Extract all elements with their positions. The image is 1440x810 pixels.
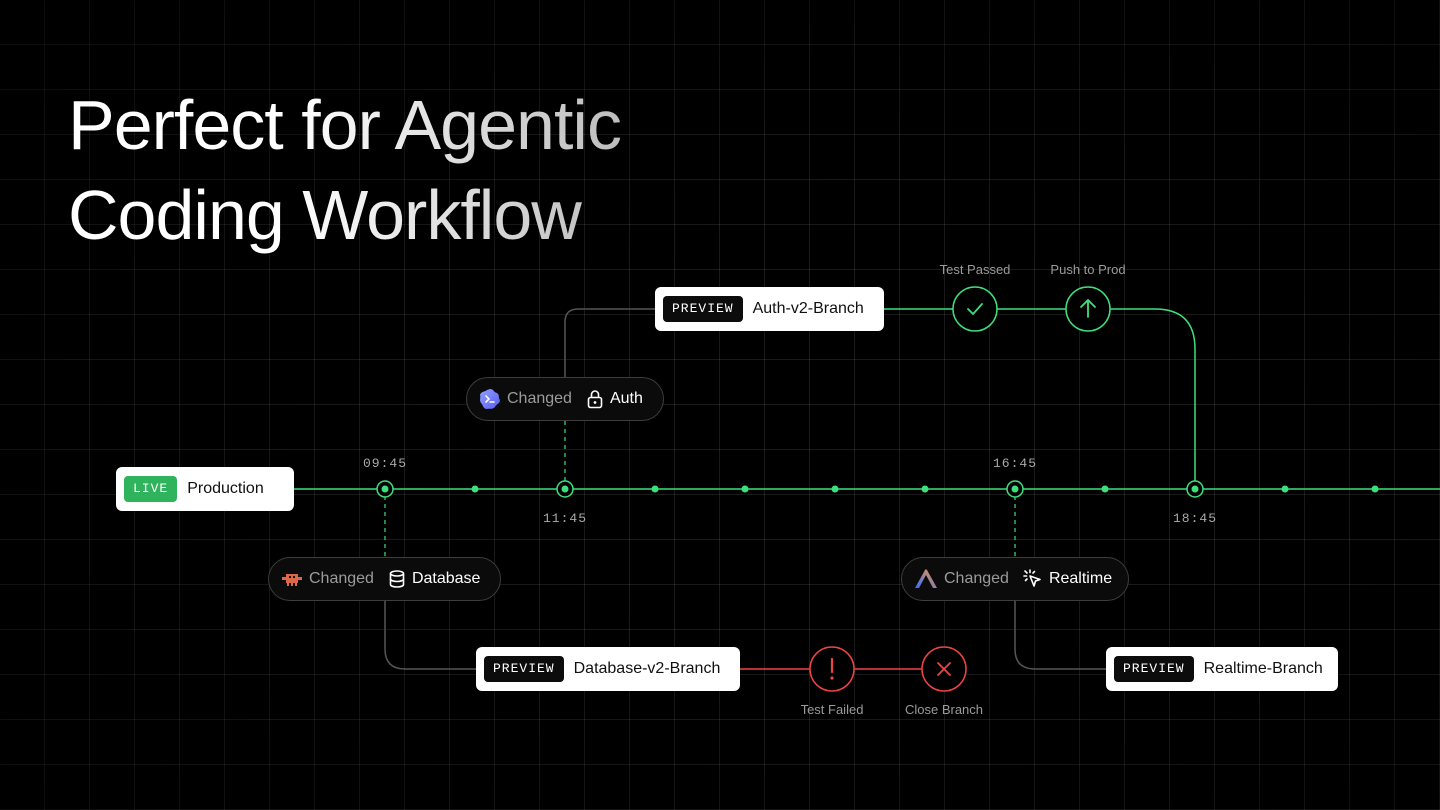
change-verb: Changed — [944, 570, 1009, 587]
crab-agent-icon — [281, 571, 303, 587]
timeline-dot — [741, 485, 749, 493]
arrow-up-icon — [1065, 286, 1111, 332]
production-card[interactable]: LIVE Production — [116, 467, 294, 511]
live-tag: LIVE — [124, 476, 178, 502]
test-passed-label: Test Passed — [939, 262, 1011, 277]
time-label-1645: 16:45 — [992, 456, 1038, 471]
change-verb: Changed — [507, 390, 572, 407]
database-icon — [388, 569, 406, 589]
preview-tag: PREVIEW — [663, 296, 743, 322]
timeline-node-0945 — [376, 480, 394, 498]
timeline-dot — [651, 485, 659, 493]
timeline-node-1645 — [1006, 480, 1024, 498]
push-to-prod-label: Push to Prod — [1050, 262, 1126, 277]
preview-tag: PREVIEW — [484, 656, 564, 682]
terminal-agent-icon — [479, 388, 501, 410]
time-label-1845: 18:45 — [1172, 511, 1218, 526]
database-change-pill[interactable]: Changed Database — [268, 557, 501, 601]
a-agent-icon — [914, 568, 938, 590]
realtime-branch-path — [1014, 601, 1106, 670]
change-target: Auth — [609, 390, 643, 407]
branch-label: Realtime-Branch — [1203, 660, 1323, 677]
auth-branch-card[interactable]: PREVIEW Auth-v2-Branch — [655, 287, 884, 331]
time-label-1145: 11:45 — [542, 511, 588, 526]
test-failed-label: Test Failed — [800, 702, 864, 717]
branch-label: Auth-v2-Branch — [752, 300, 864, 317]
auth-change-pill[interactable]: Changed Auth — [466, 377, 664, 421]
timeline-dot — [831, 485, 839, 493]
database-branch-card[interactable]: PREVIEW Database-v2-Branch — [476, 647, 740, 691]
cursor-icon — [1023, 569, 1043, 589]
timeline-dot — [1101, 485, 1109, 493]
timeline-node-1845 — [1186, 480, 1204, 498]
close-icon — [921, 646, 967, 692]
branch-label: Database-v2-Branch — [573, 660, 721, 677]
timeline-dot — [1281, 485, 1289, 493]
realtime-change-pill[interactable]: Changed Realtime — [901, 557, 1129, 601]
time-label-0945: 09:45 — [362, 456, 408, 471]
production-label: Production — [187, 480, 264, 497]
check-icon — [952, 286, 998, 332]
timeline-node-1145 — [556, 480, 574, 498]
change-target: Database — [411, 570, 481, 587]
preview-tag: PREVIEW — [1114, 656, 1194, 682]
auth-prod-path — [884, 308, 1196, 482]
database-branch-path — [384, 601, 476, 670]
change-verb: Changed — [309, 570, 374, 587]
change-target: Realtime — [1048, 570, 1113, 587]
timeline-dot — [471, 485, 479, 493]
close-branch-label: Close Branch — [904, 702, 984, 717]
lock-icon — [586, 389, 604, 409]
timeline-dot — [921, 485, 929, 493]
exclamation-icon — [809, 646, 855, 692]
auth-branch-path — [564, 308, 655, 378]
timeline-dot — [1371, 485, 1379, 493]
realtime-branch-card[interactable]: PREVIEW Realtime-Branch — [1106, 647, 1338, 691]
